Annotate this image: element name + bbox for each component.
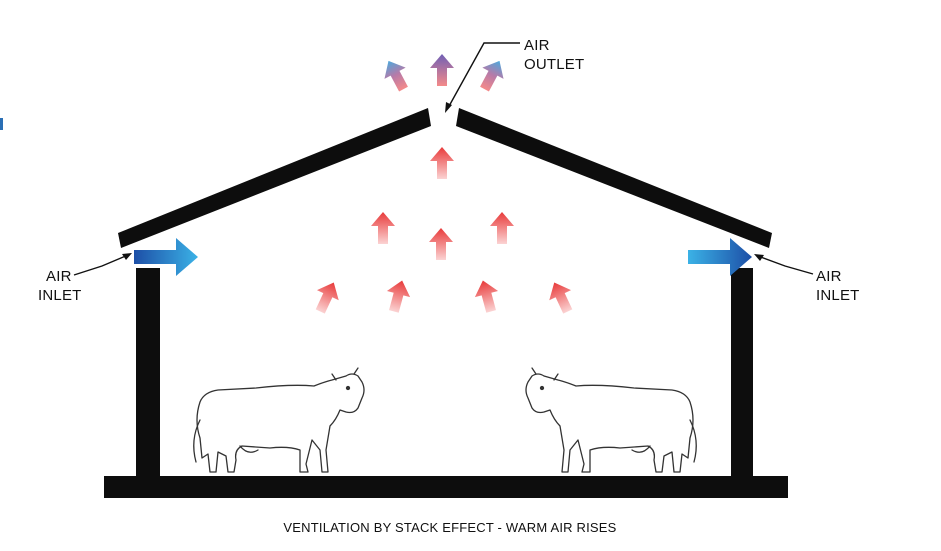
diagram-caption: VENTILATION BY STACK EFFECT - WARM AIR R…	[283, 520, 617, 535]
outlet-leader	[447, 42, 520, 109]
warm-air-arrow-icon	[382, 277, 414, 315]
warm-air-arrow-icon	[429, 228, 453, 260]
air-inlet-left-label-line1: AIR	[46, 268, 72, 285]
air-outlet-label-line1: AIR	[524, 37, 550, 54]
warm-air-arrow-icon	[309, 277, 345, 317]
cow-icon	[525, 367, 697, 473]
outlet-air-arrow-icon	[377, 55, 415, 95]
air-outlet-label: AIR OUTLET	[524, 36, 584, 74]
air-inlet-arrow-left	[134, 238, 198, 276]
air-inlet-right-label-line1: AIR	[816, 268, 842, 285]
inlet-air-arrow-icon	[134, 238, 198, 276]
barn-floor	[104, 476, 788, 498]
inlet-left-leader	[73, 254, 129, 276]
cow-icon	[193, 367, 365, 473]
outlet-air-arrows	[377, 54, 511, 95]
air-inlet-left-label-line2: INLET	[38, 287, 82, 304]
inlet-right-leader	[757, 255, 814, 275]
barn-left-wall	[136, 268, 160, 478]
barn-roof-left	[118, 108, 431, 248]
warm-air-arrow-icon	[471, 277, 503, 315]
warm-air-arrows	[309, 147, 579, 317]
air-inlet-left-label: AIR INLET	[38, 267, 82, 305]
barn-right-wall	[731, 268, 753, 478]
outlet-air-arrow-icon	[430, 54, 454, 86]
barn-roof-right	[456, 108, 772, 248]
air-inlet-right-label: AIR INLET	[816, 267, 860, 305]
outlet-air-arrow-icon	[473, 55, 511, 95]
warm-air-arrow-icon	[543, 277, 579, 317]
leader-lines	[73, 42, 814, 276]
warm-air-arrow-icon	[430, 147, 454, 179]
edge-marker	[0, 118, 3, 130]
warm-air-arrow-icon	[490, 212, 514, 244]
air-outlet-label-line2: OUTLET	[524, 56, 585, 73]
cow-left	[193, 367, 365, 473]
cow-right	[525, 367, 697, 473]
leader-arrowheads	[122, 102, 764, 261]
inlet-air-arrow-icon	[688, 238, 752, 276]
air-inlet-arrow-right	[688, 238, 752, 276]
air-inlet-right-label-line2: INLET	[816, 287, 860, 304]
warm-air-arrow-icon	[371, 212, 395, 244]
